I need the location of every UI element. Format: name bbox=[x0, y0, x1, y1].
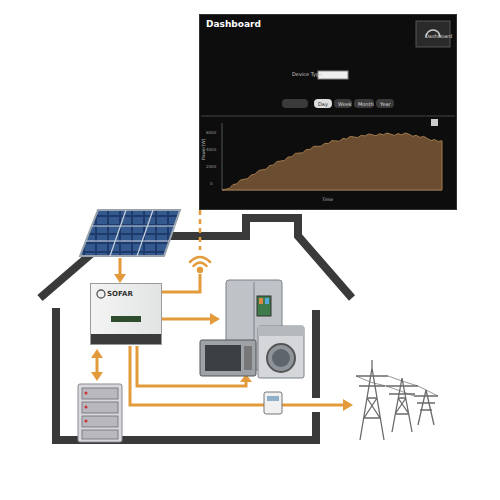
tab-label: Day bbox=[318, 101, 328, 107]
data-link bbox=[162, 210, 200, 292]
tick-label: 2000 bbox=[206, 164, 216, 169]
tab-label: Week bbox=[338, 101, 352, 107]
battery-wire bbox=[96, 356, 99, 374]
tick-label: 4000 bbox=[206, 147, 216, 152]
ac-wire bbox=[137, 346, 246, 386]
axis-title: Power(W) bbox=[201, 138, 206, 160]
arrow-head bbox=[114, 274, 126, 283]
tab-label: Month bbox=[358, 101, 374, 107]
energy-meter bbox=[264, 392, 282, 414]
appliances bbox=[200, 280, 304, 378]
solar-panel bbox=[80, 210, 180, 256]
axis-title: Time bbox=[322, 197, 333, 202]
inverter: SOFAR bbox=[90, 283, 162, 345]
house-roof bbox=[40, 218, 352, 298]
field-label: Device Type bbox=[292, 71, 322, 77]
dashboard-panel: Dashboard bbox=[199, 14, 457, 210]
ac-wire bbox=[162, 318, 212, 321]
dc-wire bbox=[119, 258, 122, 276]
dashboard-screenshot bbox=[200, 15, 456, 209]
battery-stack bbox=[78, 384, 122, 442]
arrow-head bbox=[343, 399, 353, 411]
arrow-head bbox=[210, 313, 220, 325]
arrow-head bbox=[91, 372, 103, 381]
panel-title: Dashboard bbox=[206, 19, 261, 29]
arrow-head bbox=[91, 349, 103, 358]
brand-logo: SOFAR bbox=[107, 290, 133, 298]
tab-label: Year bbox=[380, 101, 391, 107]
tick-label: 6000 bbox=[206, 130, 216, 135]
power-pylons bbox=[356, 360, 438, 440]
tick-label: 0 bbox=[210, 181, 213, 186]
button-label: Dashboard bbox=[425, 33, 452, 39]
wifi-icon bbox=[190, 257, 210, 272]
